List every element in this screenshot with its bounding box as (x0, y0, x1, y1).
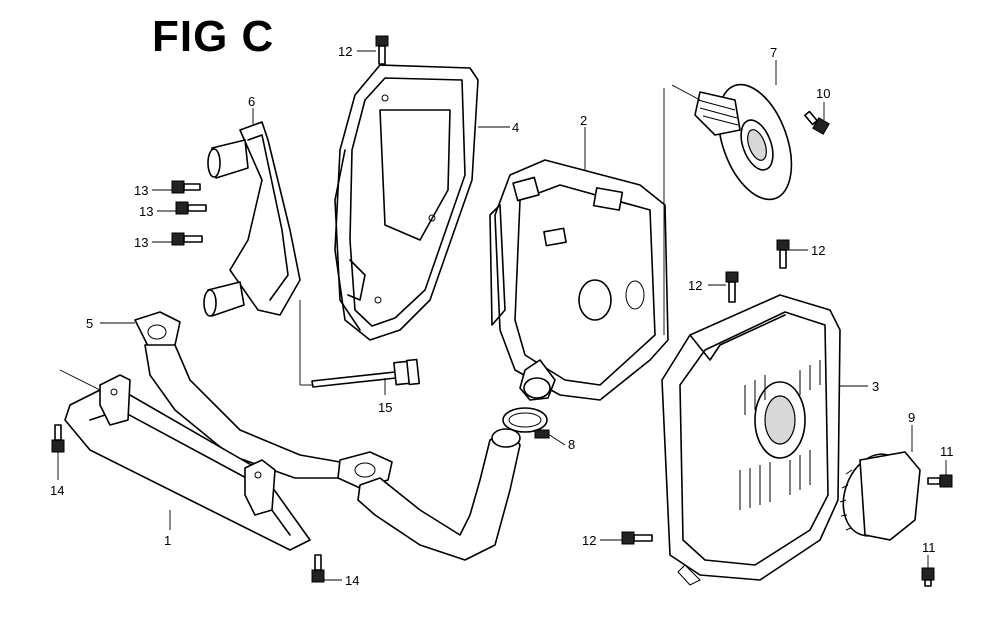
bolt-10[interactable] (804, 102, 830, 135)
callout-13-upper: 13 (134, 183, 148, 198)
bolt-11-lower[interactable] (921, 555, 935, 587)
bolt-13-middle[interactable] (157, 201, 207, 215)
bolt-13-upper[interactable] (152, 180, 201, 194)
callout-12-right-middle: 12 (688, 278, 702, 293)
bolt-14-bottom[interactable] (311, 554, 342, 583)
callout-11-upper: 11 (940, 444, 954, 459)
callout-3: 3 (872, 379, 879, 394)
bolt-11-upper[interactable] (927, 460, 953, 488)
bolt-12-right-middle[interactable] (708, 271, 739, 303)
part-3-muffler-protector-right[interactable] (661, 88, 868, 586)
callout-12-top: 12 (338, 44, 352, 59)
callout-10: 10 (816, 86, 830, 101)
part-8-clamp[interactable] (502, 407, 566, 446)
part-2-muffler[interactable] (489, 127, 669, 401)
bolt-13-lower[interactable] (152, 232, 203, 246)
callout-8: 8 (568, 437, 575, 452)
bolt-14-left[interactable] (51, 424, 65, 480)
callout-13-lower: 13 (134, 235, 148, 250)
part-4-muffler-protector[interactable] (334, 64, 510, 341)
callout-1: 1 (164, 533, 171, 548)
bolt-12-top[interactable] (357, 35, 389, 65)
callout-15: 15 (378, 400, 392, 415)
callout-2: 2 (580, 113, 587, 128)
part-6-bracket[interactable] (203, 108, 301, 317)
callout-7: 7 (770, 45, 777, 60)
bolt-12-right-upper[interactable] (776, 239, 808, 269)
bolt-12-bottom[interactable] (600, 531, 653, 545)
part-7-spark-arrester[interactable] (671, 60, 806, 209)
callout-5: 5 (86, 316, 93, 331)
part-5-exhaust-pipe[interactable] (100, 311, 521, 561)
callout-14-left: 14 (50, 483, 64, 498)
callout-11-lower: 11 (922, 540, 936, 555)
part-15-long-bolt[interactable] (299, 300, 421, 395)
callout-4: 4 (512, 120, 519, 135)
callout-12-right-upper: 12 (811, 243, 825, 258)
callout-12-bottom: 12 (582, 533, 596, 548)
callout-6: 6 (248, 94, 255, 109)
part-1-muffler-stay[interactable] (59, 369, 311, 551)
callout-9: 9 (908, 410, 915, 425)
callout-14-bottom: 14 (345, 573, 359, 588)
figure-title: FIG C (152, 12, 275, 61)
callout-13-middle: 13 (139, 204, 153, 219)
part-9-exhaust-deflector[interactable] (832, 425, 921, 545)
callout-labels: 1 2 3 4 5 6 7 8 9 10 11 11 12 12 12 12 1… (50, 44, 954, 588)
